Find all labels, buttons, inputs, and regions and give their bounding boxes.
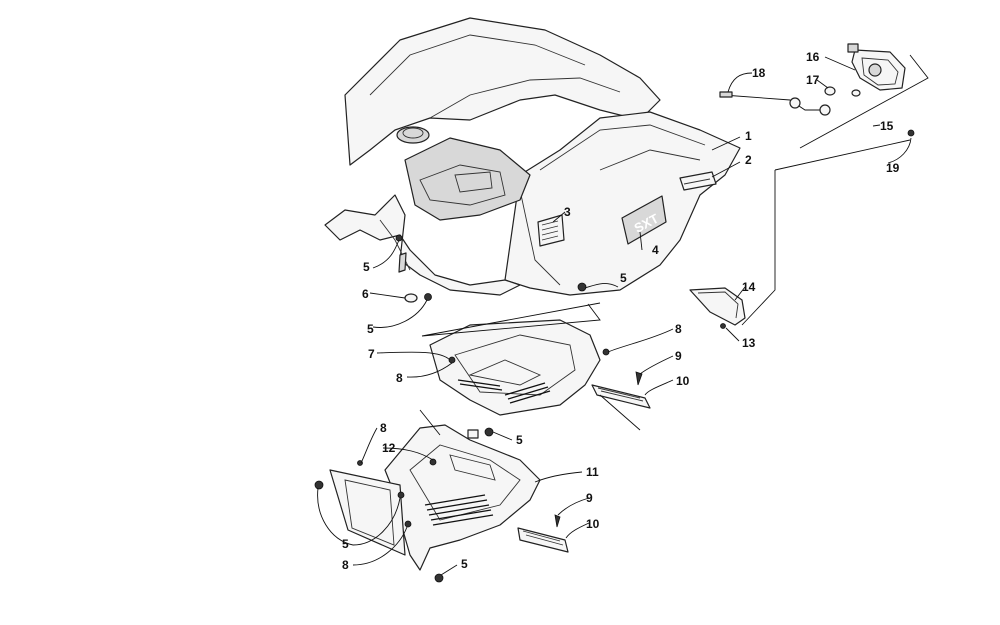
decal-4 bbox=[621, 195, 667, 245]
callout-2: 2 bbox=[745, 153, 752, 167]
callout-9-b: 9 bbox=[586, 491, 593, 505]
callout-15: 15 bbox=[880, 119, 894, 133]
footwell-lower bbox=[329, 424, 541, 571]
rivet-5e bbox=[429, 458, 437, 466]
callout-5-d: 5 bbox=[516, 433, 523, 447]
bolt-9b bbox=[554, 514, 561, 528]
leaders bbox=[317, 56, 912, 576]
callout-5-c: 5 bbox=[620, 271, 627, 285]
callout-6: 6 bbox=[362, 287, 369, 301]
upper-grille bbox=[457, 379, 551, 404]
callout-10-a: 10 bbox=[676, 374, 690, 388]
callout-12: 12 bbox=[382, 441, 396, 455]
lower-grille bbox=[424, 494, 494, 526]
callout-8-d: 8 bbox=[342, 558, 349, 572]
callout-13: 13 bbox=[742, 336, 756, 350]
callout-8-a: 8 bbox=[396, 371, 403, 385]
rivet-5c bbox=[577, 282, 587, 292]
callout-8-b: 8 bbox=[675, 322, 682, 336]
rivet-5f bbox=[314, 480, 324, 490]
screw-19 bbox=[907, 129, 915, 137]
screw-13 bbox=[720, 323, 726, 329]
washer-6 bbox=[404, 293, 418, 303]
callout-5-f: 5 bbox=[461, 557, 468, 571]
rear-fender bbox=[324, 17, 741, 296]
bolt-9a bbox=[635, 371, 643, 386]
fasteners bbox=[314, 129, 915, 583]
footrest-upper bbox=[591, 384, 651, 409]
footwell-upper bbox=[429, 319, 601, 416]
rivet-5d bbox=[484, 427, 494, 437]
rivet-5g bbox=[397, 491, 405, 499]
clip-12 bbox=[467, 429, 479, 439]
callout-5-a: 5 bbox=[363, 260, 370, 274]
callout-3: 3 bbox=[564, 205, 571, 219]
callout-11: 11 bbox=[586, 465, 599, 479]
rivet-5b bbox=[424, 293, 432, 301]
callout-9-a: 9 bbox=[675, 349, 682, 363]
taillight-assembly bbox=[719, 43, 906, 116]
callout-18: 18 bbox=[752, 66, 766, 80]
callout-1: 1 bbox=[745, 129, 752, 143]
callout-17: 17 bbox=[806, 73, 820, 87]
callout-8-c: 8 bbox=[380, 421, 387, 435]
callout-14: 14 bbox=[742, 280, 756, 294]
footrest-lower bbox=[517, 527, 569, 553]
callout-5-e: 5 bbox=[342, 537, 349, 551]
callout-19: 19 bbox=[886, 161, 900, 175]
decal-3 bbox=[537, 214, 565, 247]
callout-7: 7 bbox=[368, 347, 375, 361]
group-lines bbox=[419, 54, 929, 436]
rivet-5h bbox=[434, 573, 444, 583]
light-bracket bbox=[689, 287, 746, 326]
callout-4: 4 bbox=[652, 243, 659, 257]
callout-labels: 1 2 3 4 5 6 5 5 7 8 8 9 10 8 12 5 11 9 1… bbox=[342, 50, 900, 572]
callout-5-b: 5 bbox=[367, 322, 374, 336]
callout-16: 16 bbox=[806, 50, 820, 64]
bulb bbox=[824, 86, 836, 96]
screw-8d bbox=[404, 520, 412, 528]
callout-10-b: 10 bbox=[586, 517, 600, 531]
